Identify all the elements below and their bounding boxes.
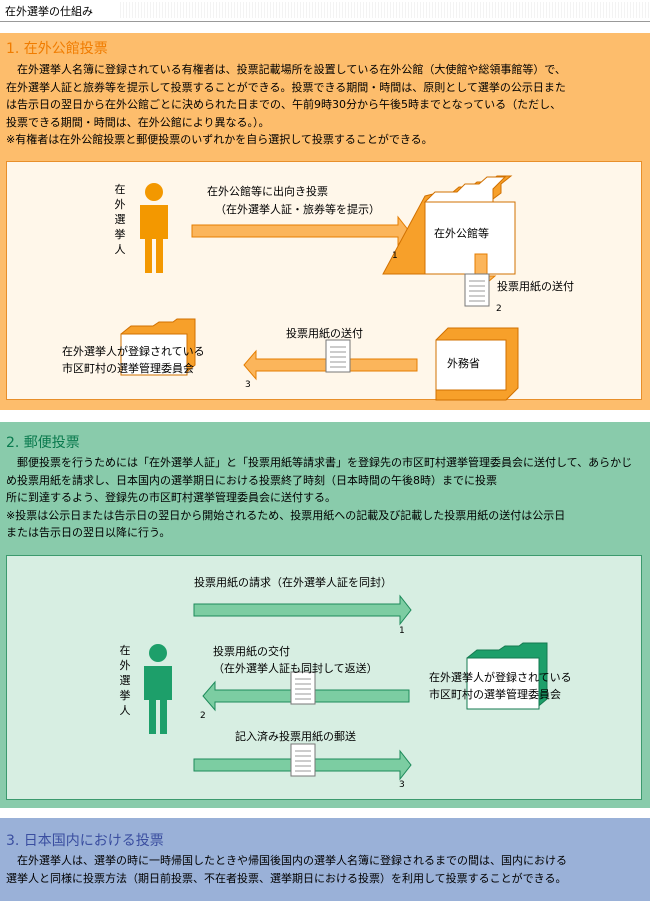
- arrow-1-number: 1: [392, 251, 398, 261]
- arrow-1-sublabel: （在外選挙人証・旅券等を提示）: [215, 203, 380, 216]
- embassy-voting-diagram: 在外選挙人 在外公館等に出向き投票 （在外選挙人証・旅券等を提示） 1 在外公館…: [6, 161, 642, 401]
- committee-label: 在外選挙人が登録されている: [62, 345, 205, 358]
- arrow-1-icon: [193, 594, 412, 626]
- section-body: 郵便投票を行うためには「在外選挙人証」と「投票用紙等請求書」を登録先の市区町村選…: [6, 456, 633, 539]
- section-domestic-voting: 3. 日本国内における投票 在外選挙人は、選挙の時に一時帰国したときや帰国後国内…: [0, 818, 650, 901]
- voter-label: 在外選挙人: [114, 183, 126, 256]
- page-header: 在外選挙の仕組み: [0, 0, 650, 22]
- postal-voting-diagram: 在外選挙人 投票用紙の請求（在外選挙人証を同封） 1 投票用紙の交付 （在外選挙…: [6, 555, 642, 800]
- election-committee-building-icon: [120, 318, 196, 376]
- section-title: 3. 日本国内における投票: [6, 833, 164, 849]
- voter-figure-icon: [140, 183, 168, 273]
- arrow-3-number: 3: [399, 780, 405, 790]
- voter-figure-icon: [144, 644, 172, 734]
- arrow-2-number: 2: [200, 711, 206, 721]
- page-title: 在外選挙の仕組み: [5, 5, 93, 18]
- arrow-1-label: 投票用紙の請求（在外選挙人証を同封）: [194, 576, 392, 589]
- ballot-document-icon: [290, 743, 316, 777]
- arrow-1-icon: [191, 215, 410, 247]
- section-title: 2. 郵便投票: [6, 435, 80, 451]
- ballot-document-icon: [325, 339, 351, 373]
- arrow-2-sublabel: （在外選挙人証も同封して返送）: [213, 662, 378, 675]
- arrow-2-number: 2: [496, 304, 502, 314]
- committee-label: 在外選挙人が登録されている: [429, 671, 572, 684]
- committee-sublabel: 市区町村の選挙管理委員会: [429, 688, 561, 701]
- voter-label: 在外選挙人: [119, 644, 131, 717]
- arrow-3-number: 3: [245, 380, 251, 390]
- section-title: 1. 在外公館投票: [6, 41, 108, 57]
- ballot-document-icon: [464, 273, 490, 307]
- diagram-graphics: [120, 175, 519, 401]
- embassy-label: 在外公館等: [434, 227, 489, 240]
- ministry-building-icon: [435, 327, 519, 401]
- ministry-label: 外務省: [447, 357, 480, 370]
- arrow-3-label: 記入済み投票用紙の郵送: [235, 730, 356, 743]
- arrow-1-number: 1: [399, 626, 405, 636]
- section-body: 在外選挙人名簿に登録されている有権者は、投票記載場所を設置している在外公館（大使…: [6, 63, 566, 146]
- section-postal-voting: 2. 郵便投票 郵便投票を行うためには「在外選挙人証」と「投票用紙等請求書」を登…: [0, 422, 650, 808]
- section-body: 在外選挙人は、選挙の時に一時帰国したときや帰国後国内の選挙人名簿に登録されるまで…: [6, 854, 567, 885]
- ballot-document-icon: [290, 671, 316, 705]
- section-embassy-voting: 1. 在外公館投票 在外選挙人名簿に登録されている有権者は、投票記載場所を設置し…: [0, 33, 650, 410]
- arrow-2-label: 投票用紙の交付: [213, 645, 290, 658]
- committee-sublabel: 市区町村の選挙管理委員会: [62, 362, 194, 375]
- arrow-2-label: 投票用紙の送付: [497, 280, 574, 293]
- embassy-building-icon: [382, 175, 516, 275]
- election-committee-building-icon: [466, 642, 548, 710]
- arrow-3-label: 投票用紙の送付: [286, 327, 363, 340]
- arrow-1-label: 在外公館等に出向き投票: [207, 185, 328, 198]
- header-decoration: [120, 2, 650, 18]
- diagram-graphics: [144, 594, 548, 781]
